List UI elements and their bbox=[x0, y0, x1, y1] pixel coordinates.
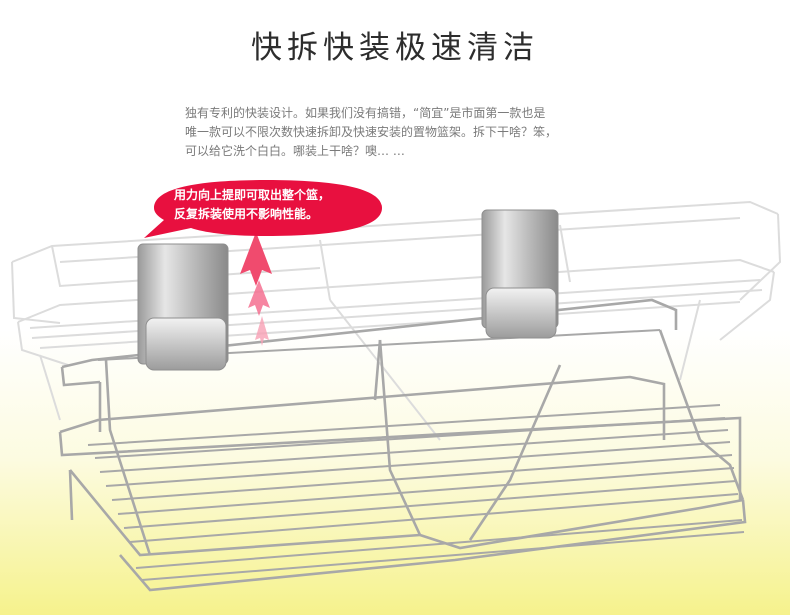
callout-line-1: 用力向上提即可取出整个篮， bbox=[174, 188, 331, 202]
up-arrow-icon bbox=[255, 316, 269, 346]
page-headline: 快拆快装极速清洁 bbox=[251, 30, 539, 66]
callout-text: 用力向上提即可取出整个篮， 反复拆装使用不影响性能。 bbox=[174, 186, 374, 224]
up-arrow-icon bbox=[248, 280, 270, 316]
wire-basket-lowered bbox=[58, 298, 747, 592]
wall-hook-right bbox=[481, 209, 559, 339]
description-line-2: 唯一款可以不限次数快速拆卸及快速安装的置物篮架。拆下干啥？笨， bbox=[185, 125, 558, 139]
up-arrow-icon bbox=[240, 232, 272, 286]
speech-bubble-shape bbox=[144, 180, 382, 238]
description-line-3: 可以给它洗个白白。哪装上干啥？噢… … bbox=[185, 144, 405, 158]
callout-line-2: 反复拆装使用不影响性能。 bbox=[174, 207, 319, 221]
product-description: 独有专利的快装设计。如果我们没有搞错，“简宜”是市面第一款也是 唯一款可以不限次… bbox=[185, 104, 625, 161]
wall-hook-left bbox=[137, 243, 229, 371]
up-arrow-icon-group bbox=[240, 232, 272, 346]
description-line-1: 独有专利的快装设计。如果我们没有搞错，“简宜”是市面第一款也是 bbox=[185, 106, 546, 120]
speech-bubble-callout: 用力向上提即可取出整个篮， 反复拆装使用不影响性能。 bbox=[136, 176, 384, 242]
